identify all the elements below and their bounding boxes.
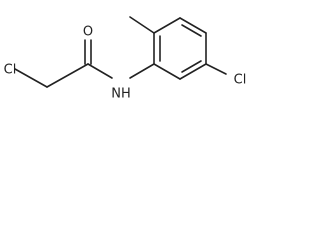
bond-ring-cl [205,63,227,75]
ring-inner-bond-3 [181,60,202,73]
structure-svg: Cl O NH Cl [4,16,247,102]
chlorine-label-left: Cl [4,63,17,78]
bond-ch2-carbonyl [46,63,89,88]
ring-bond-2 [153,17,181,34]
bond-carbonyl-n [87,63,113,79]
ring-bond-6 [153,63,181,80]
structure-diagram: Cl O NH Cl [0,0,268,104]
bond-n-ring [129,63,155,79]
ring-inner-bond-2 [181,24,202,37]
oxygen-label: O [83,25,93,40]
ring-bond-3 [179,17,207,34]
bond-cl-ch2 [14,68,48,88]
bond-methyl [129,16,155,34]
chlorine-label-right: Cl [234,73,247,88]
nitrogen-h-label: NH [111,87,131,102]
ring-bond-5 [179,63,207,80]
